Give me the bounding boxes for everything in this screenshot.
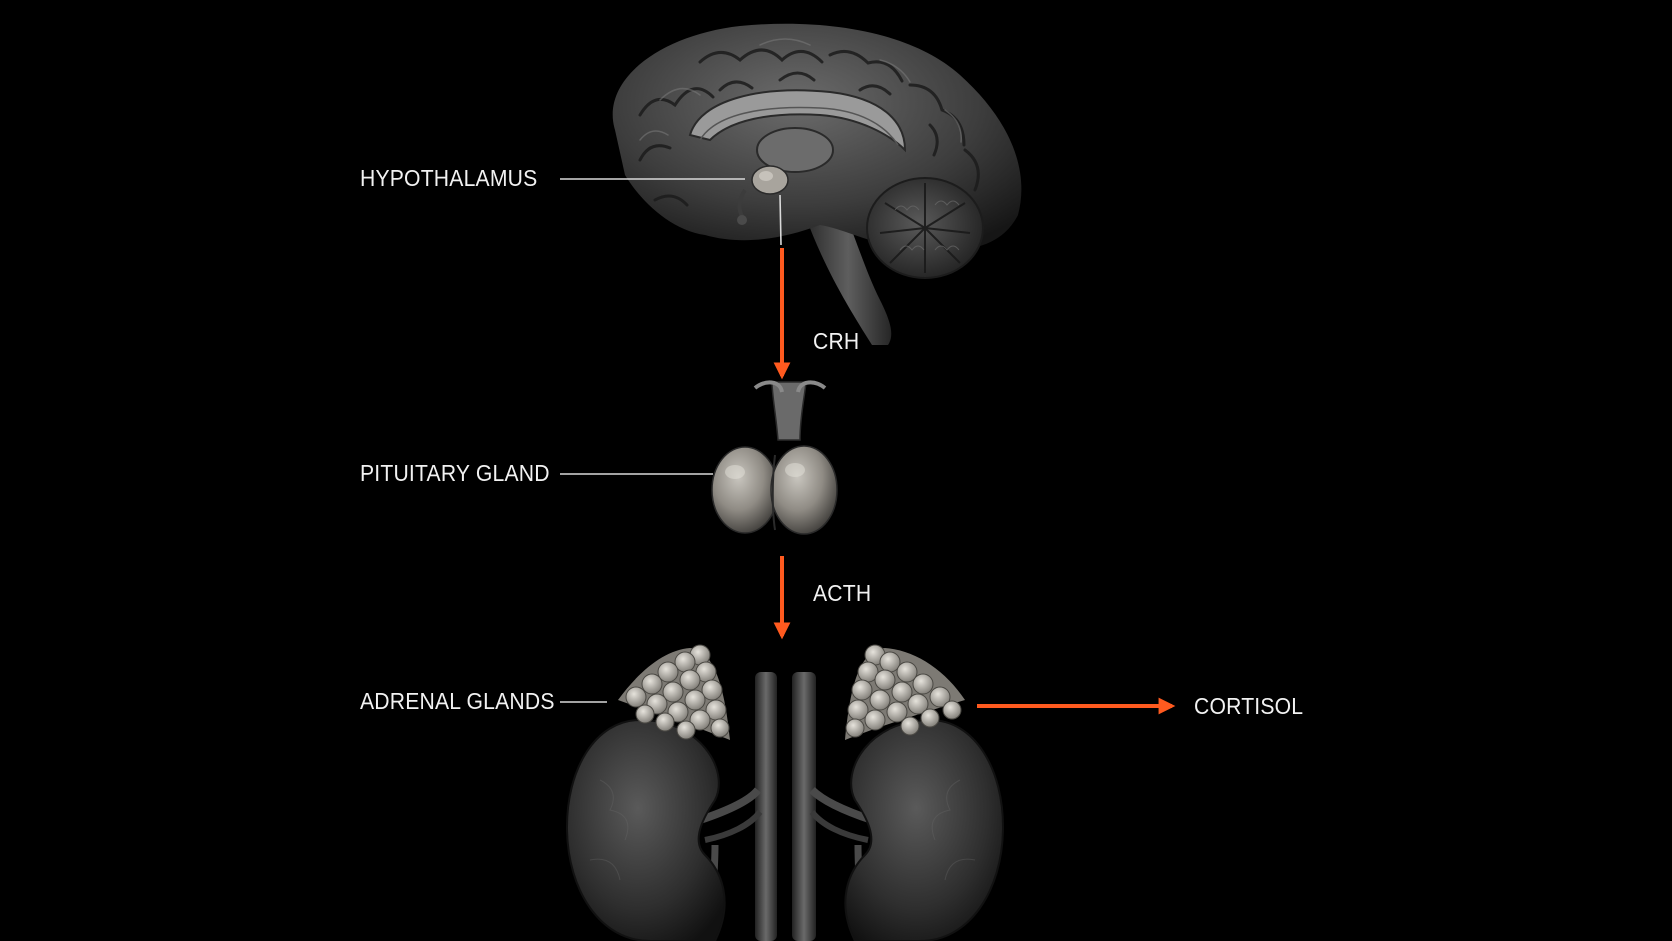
brain-illustration bbox=[612, 23, 1022, 345]
pituitary-gland-label: PITUITARY GLAND bbox=[360, 460, 550, 486]
pituitary-illustration bbox=[711, 380, 838, 535]
hypothalamus-label: HYPOTHALAMUS bbox=[360, 165, 538, 191]
cortisol-label: CORTISOL bbox=[1194, 693, 1304, 719]
acth-label: ACTH bbox=[813, 580, 872, 606]
hypothalamus-stalk-line bbox=[779, 194, 782, 246]
adrenal-glands-label: ADRENAL GLANDS bbox=[360, 688, 555, 714]
crh-label: CRH bbox=[813, 328, 860, 354]
kidneys-illustration bbox=[565, 644, 1005, 941]
